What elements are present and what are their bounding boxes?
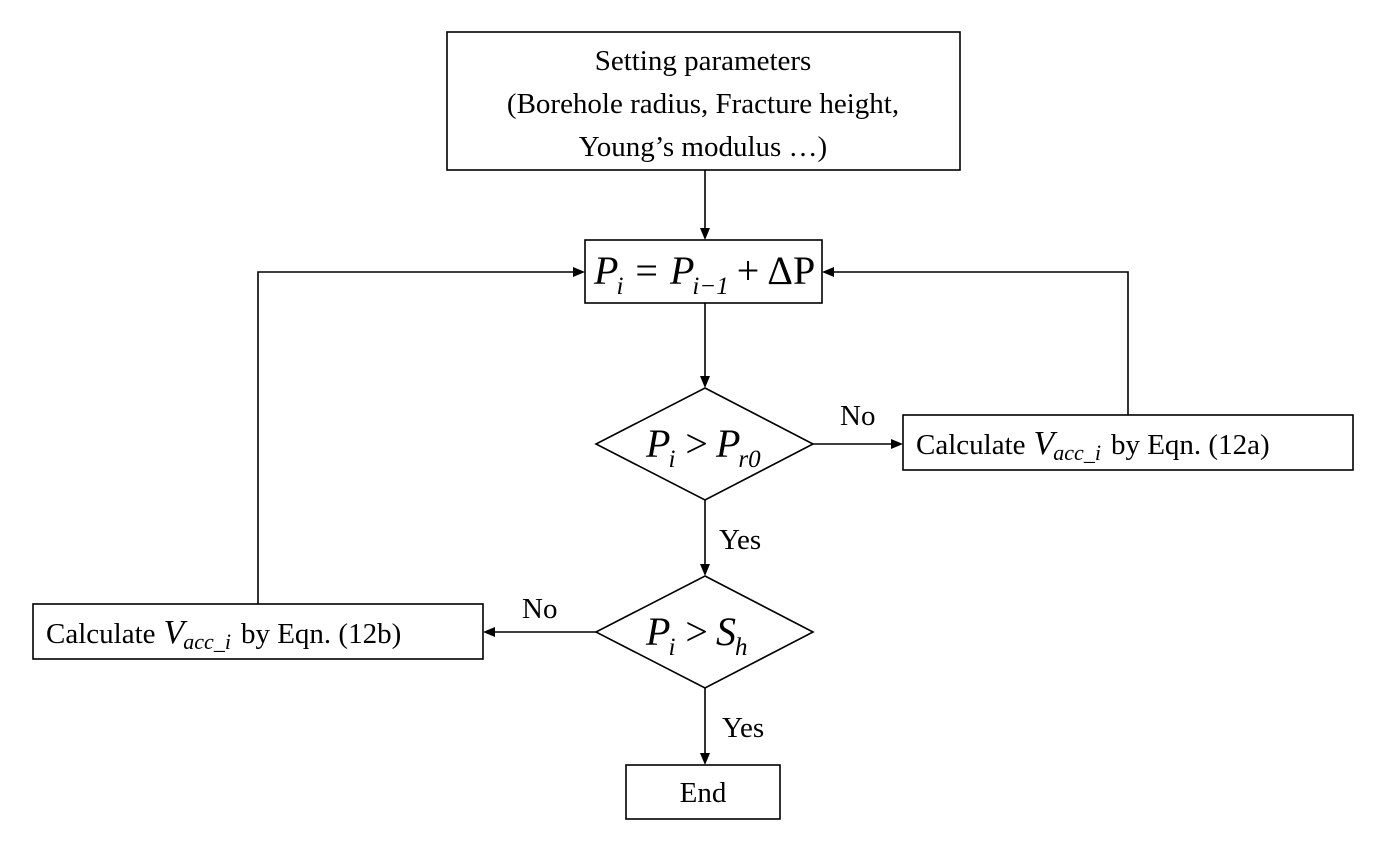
- edge-label-yes-2: Yes: [722, 712, 764, 744]
- edge-calc-12b-to-update: [257, 267, 585, 604]
- edge-update-to-decision-1: [700, 303, 710, 388]
- edge-decision-2-yes: Yes: [700, 688, 764, 765]
- edge-decision-1-no: No: [813, 400, 903, 449]
- arrowhead-icon: [700, 564, 710, 576]
- decision-1-formula: Pi>Pr0: [645, 421, 761, 473]
- setup-line-2: (Borehole radius, Fracture height,: [507, 88, 899, 120]
- decision-2-formula: Pi>Sh: [645, 609, 747, 661]
- edge-decision-1-yes: Yes: [700, 500, 761, 576]
- setup-line-1: Setting parameters: [595, 45, 812, 77]
- edge-label-no-1: No: [840, 400, 875, 432]
- setup-line-3: Young’s modulus …): [579, 131, 827, 163]
- arrowhead-icon: [700, 753, 710, 765]
- arrowhead-icon: [573, 267, 585, 277]
- arrowhead-icon: [822, 267, 834, 277]
- arrowhead-icon: [700, 376, 710, 388]
- end-label: End: [680, 777, 727, 809]
- arrowhead-icon: [483, 627, 495, 637]
- update-formula: Pi=Pi−1+ΔP: [593, 248, 815, 300]
- decision-pi-gt-pr0: Pi>Pr0: [594, 387, 815, 501]
- arrowhead-icon: [891, 439, 903, 449]
- setup-node: Setting parameters (Borehole radius, Fra…: [446, 31, 961, 171]
- edge-label-no-2: No: [522, 593, 557, 625]
- edge-setup-to-update: [700, 170, 710, 240]
- end-node: End: [625, 764, 781, 820]
- edge-decision-2-no: No: [483, 593, 596, 637]
- arrowhead-icon: [700, 228, 710, 240]
- edge-calc-12a-to-update: [822, 267, 1129, 415]
- decision-pi-gt-sh: Pi>Sh: [594, 575, 815, 689]
- update-pressure-node: Pi=Pi−1+ΔP: [584, 239, 823, 304]
- edge-label-yes-1: Yes: [719, 524, 761, 556]
